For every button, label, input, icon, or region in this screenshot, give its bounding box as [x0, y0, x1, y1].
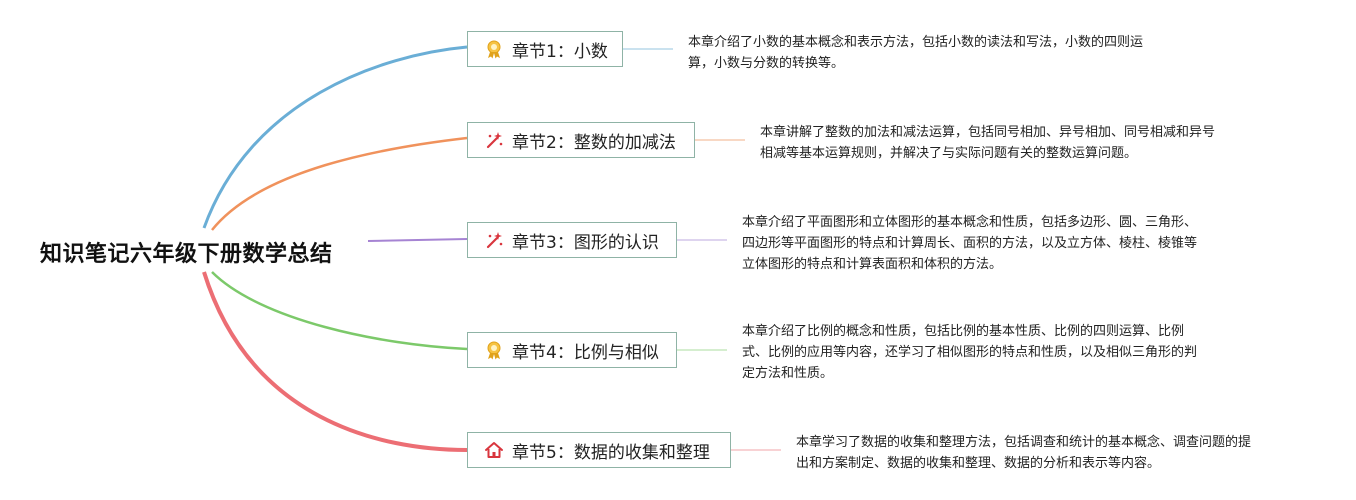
- chapter-5-node[interactable]: 章节5：数据的收集和整理: [467, 432, 731, 468]
- desc-line: 本章介绍了平面图形和立体图形的基本概念和性质，包括多边形、圆、三角形、: [742, 215, 1198, 230]
- desc-line: 出和方案制定、数据的收集和整理、数据的分析和表示等内容。: [796, 456, 1161, 471]
- connector-chapter-3: [367, 238, 468, 242]
- chapter-5-title: 章节5：数据的收集和整理: [512, 442, 710, 463]
- chapter-4-description: 本章介绍了比例的概念和性质，包括比例的基本性质、比例的四则运算、比例 式、比例的…: [742, 321, 1262, 384]
- desc-line: 本章介绍了比例的概念和性质，包括比例的基本性质、比例的四则运算、比例: [742, 324, 1185, 339]
- desc-line: 本章介绍了小数的基本概念和表示方法，包括小数的读法和写法，小数的四则运: [688, 35, 1144, 50]
- connector-chapter-5: [202, 271, 468, 452]
- desc-line: 本章学习了数据的收集和整理方法，包括调查和统计的基本概念、调查问题的提: [796, 435, 1252, 450]
- chapter-4-title: 章节4：比例与相似: [512, 342, 659, 363]
- chapter-3-title: 章节3：图形的认识: [512, 232, 659, 253]
- sparkle-wand-icon: [484, 130, 504, 150]
- chapter-3-description: 本章介绍了平面图形和立体图形的基本概念和性质，包括多边形、圆、三角形、 四边形等…: [742, 212, 1262, 275]
- connector-chapter-4: [211, 271, 468, 351]
- connector-chapter-2: [211, 136, 468, 231]
- desc-line: 算，小数与分数的转换等。: [688, 56, 845, 71]
- chapter-1-title: 章节1：小数: [512, 41, 608, 62]
- desc-line: 式、比例的应用等内容，还学习了相似图形的特点和性质，以及相似三角形的判: [742, 345, 1198, 360]
- chapter-2-node[interactable]: 章节2：整数的加减法: [467, 122, 695, 158]
- connector-chapter-1: [202, 45, 468, 229]
- chapter-1-description: 本章介绍了小数的基本概念和表示方法，包括小数的读法和写法，小数的四则运 算，小数…: [688, 32, 1208, 74]
- chapter-4-node[interactable]: 章节4：比例与相似: [467, 332, 677, 368]
- chapter-3-node[interactable]: 章节3：图形的认识: [467, 222, 677, 258]
- desc-line: 四边形等平面图形的特点和计算周长、面积的方法，以及立方体、棱柱、棱锥等: [742, 236, 1198, 251]
- award-ribbon-icon: [484, 39, 504, 59]
- chapter-2-title: 章节2：整数的加减法: [512, 132, 676, 153]
- desc-line: 定方法和性质。: [742, 366, 834, 381]
- sparkle-wand-icon: [484, 230, 504, 250]
- desc-line: 立体图形的特点和计算表面积和体积的方法。: [742, 257, 1003, 272]
- root-topic[interactable]: 知识笔记六年级下册数学总结: [40, 242, 333, 267]
- chapter-2-description: 本章讲解了整数的加法和减法运算，包括同号相加、异号相加、同号相减和异号 相减等基…: [760, 122, 1280, 164]
- award-ribbon-icon: [484, 340, 504, 360]
- desc-line: 本章讲解了整数的加法和减法运算，包括同号相加、异号相加、同号相减和异号: [760, 125, 1216, 140]
- chapter-5-description: 本章学习了数据的收集和整理方法，包括调查和统计的基本概念、调查问题的提 出和方案…: [796, 432, 1316, 474]
- home-icon: [484, 440, 504, 460]
- chapter-1-node[interactable]: 章节1：小数: [467, 31, 623, 67]
- desc-line: 相减等基本运算规则，并解决了与实际问题有关的整数运算问题。: [760, 146, 1138, 161]
